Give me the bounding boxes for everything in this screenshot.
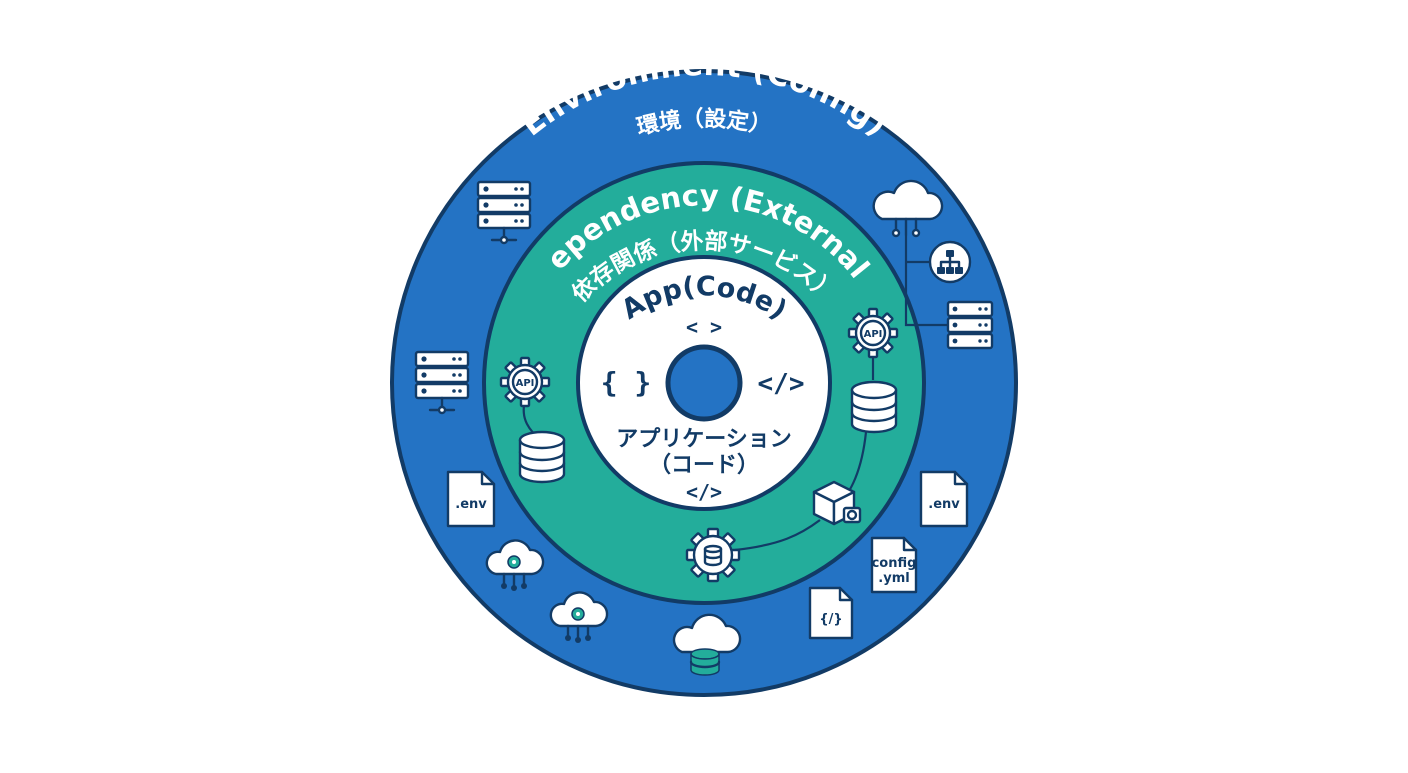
cloud-gear-icon xyxy=(549,591,609,643)
env-file-label: .env xyxy=(928,497,960,512)
cloud-database-icon xyxy=(672,613,742,676)
gear-database-icon xyxy=(685,527,741,583)
app-core xyxy=(665,344,743,422)
database-icon xyxy=(850,380,898,434)
api-gear-icon: API xyxy=(499,356,551,408)
api-label: API xyxy=(516,378,535,389)
env-file-icon: .env xyxy=(446,470,496,528)
server-icon xyxy=(476,180,532,245)
app-left-glyph: { } xyxy=(601,366,652,399)
api-label: API xyxy=(864,329,883,340)
package-icon xyxy=(812,480,862,526)
env-file-label: .env xyxy=(455,497,487,512)
app-top-glyph: < > xyxy=(686,315,722,339)
api-gear-icon: API xyxy=(847,307,899,359)
server-icon xyxy=(414,350,470,415)
app-bottom-glyph: </> xyxy=(686,480,722,504)
app-right-glyph: </> xyxy=(758,369,805,399)
app-subtitle-2: （コード） xyxy=(649,453,759,478)
cloud-network-icon xyxy=(872,179,944,238)
app-subtitle-1: アプリケーション xyxy=(616,427,792,452)
network-hierarchy-icon xyxy=(928,240,972,284)
network-connector-line xyxy=(904,235,948,327)
config-file-label-2: .yml xyxy=(878,571,909,586)
config-file-icon: config .yml xyxy=(870,536,918,594)
cloud-gear-icon xyxy=(485,539,545,591)
dependency-connector-line xyxy=(734,519,821,552)
server-icon xyxy=(946,300,994,350)
code-file-label: {/} xyxy=(819,612,842,627)
config-file-label-1: config xyxy=(872,556,917,571)
env-file-icon: .env xyxy=(919,470,969,528)
code-file-icon: {/} xyxy=(808,586,854,640)
database-icon xyxy=(518,430,566,484)
